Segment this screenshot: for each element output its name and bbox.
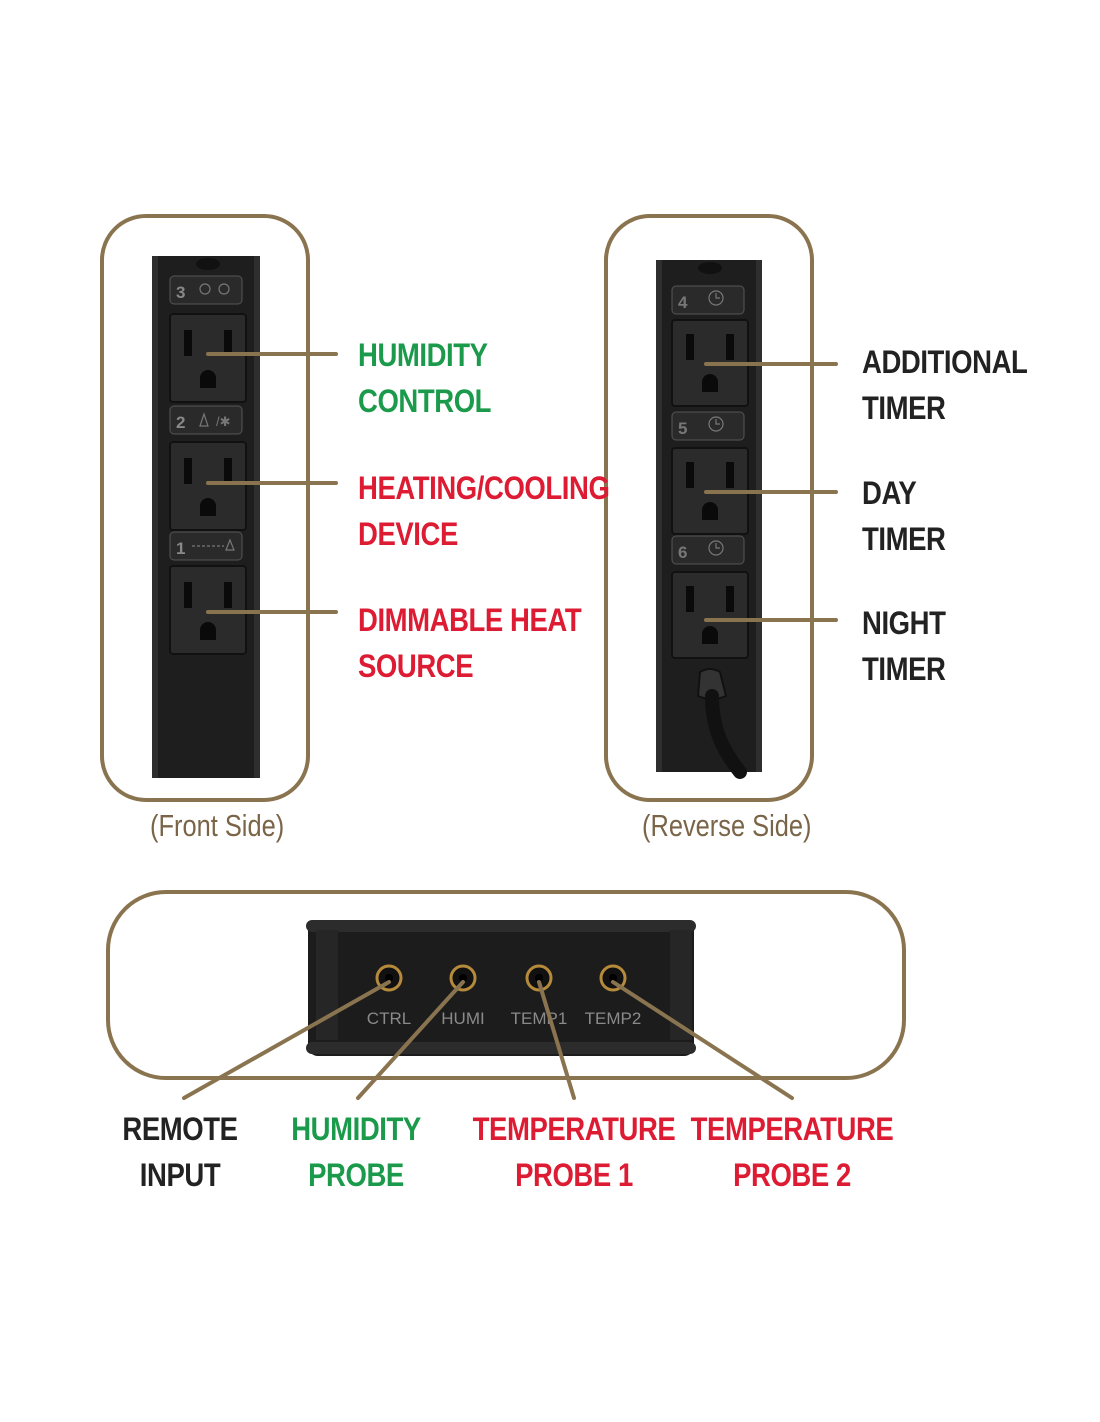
jack-label-ctrl: CTRL (367, 1009, 411, 1028)
leader-remote-input (182, 980, 391, 1100)
front-power-strip: 3 2 /✱ 1 (152, 256, 260, 778)
ports-frame (106, 890, 906, 1080)
reverse-power-strip: 4 5 6 (656, 260, 762, 779)
outlet-6-number: 6 (678, 543, 687, 562)
svg-text:/✱: /✱ (216, 414, 231, 429)
caption-reverse-side: (Reverse Side) (642, 808, 812, 843)
caption-front-side: (Front Side) (150, 808, 285, 843)
jack-label-temp2: TEMP2 (585, 1009, 642, 1028)
leader-humidity-probe (356, 980, 465, 1100)
outlet-2 (169, 441, 247, 531)
outlet-5-number: 5 (678, 419, 687, 438)
outlet-5-badge: 5 (671, 411, 745, 441)
sun-clock-icon (708, 416, 724, 432)
outlet-2-badge: 2 /✱ (169, 405, 243, 435)
outlet-4-number: 4 (678, 293, 688, 312)
jack-label-temp1: TEMP1 (511, 1009, 568, 1028)
moon-clock-icon (708, 540, 724, 556)
heat-cool-icon (199, 412, 209, 427)
jack-label-humi: HUMI (441, 1009, 484, 1028)
outlet-2-number: 2 (176, 413, 185, 432)
leader-temp-probe-1 (537, 980, 576, 1100)
leader-lines (182, 352, 838, 1100)
outlet-4-badge: 4 (671, 285, 745, 315)
clock-icon (708, 290, 724, 306)
front-side-frame (100, 214, 310, 802)
outlet-6-badge: 6 (671, 535, 745, 565)
outlet-1-badge: 1 (169, 531, 243, 561)
outlet-3-badge: 3 (169, 275, 243, 305)
outlet-1-number: 1 (176, 539, 185, 558)
outlet-3 (169, 313, 247, 403)
humidity-icon (199, 283, 211, 295)
outlet-6 (671, 571, 749, 659)
power-cord (696, 668, 747, 779)
leader-temp-probe-2 (611, 980, 794, 1100)
ports-controller: CTRL HUMI TEMP1 TEMP2 (306, 920, 696, 1056)
humidity-icon-2 (218, 283, 230, 295)
reverse-side-frame (604, 214, 814, 802)
outlet-3-number: 3 (176, 283, 185, 302)
